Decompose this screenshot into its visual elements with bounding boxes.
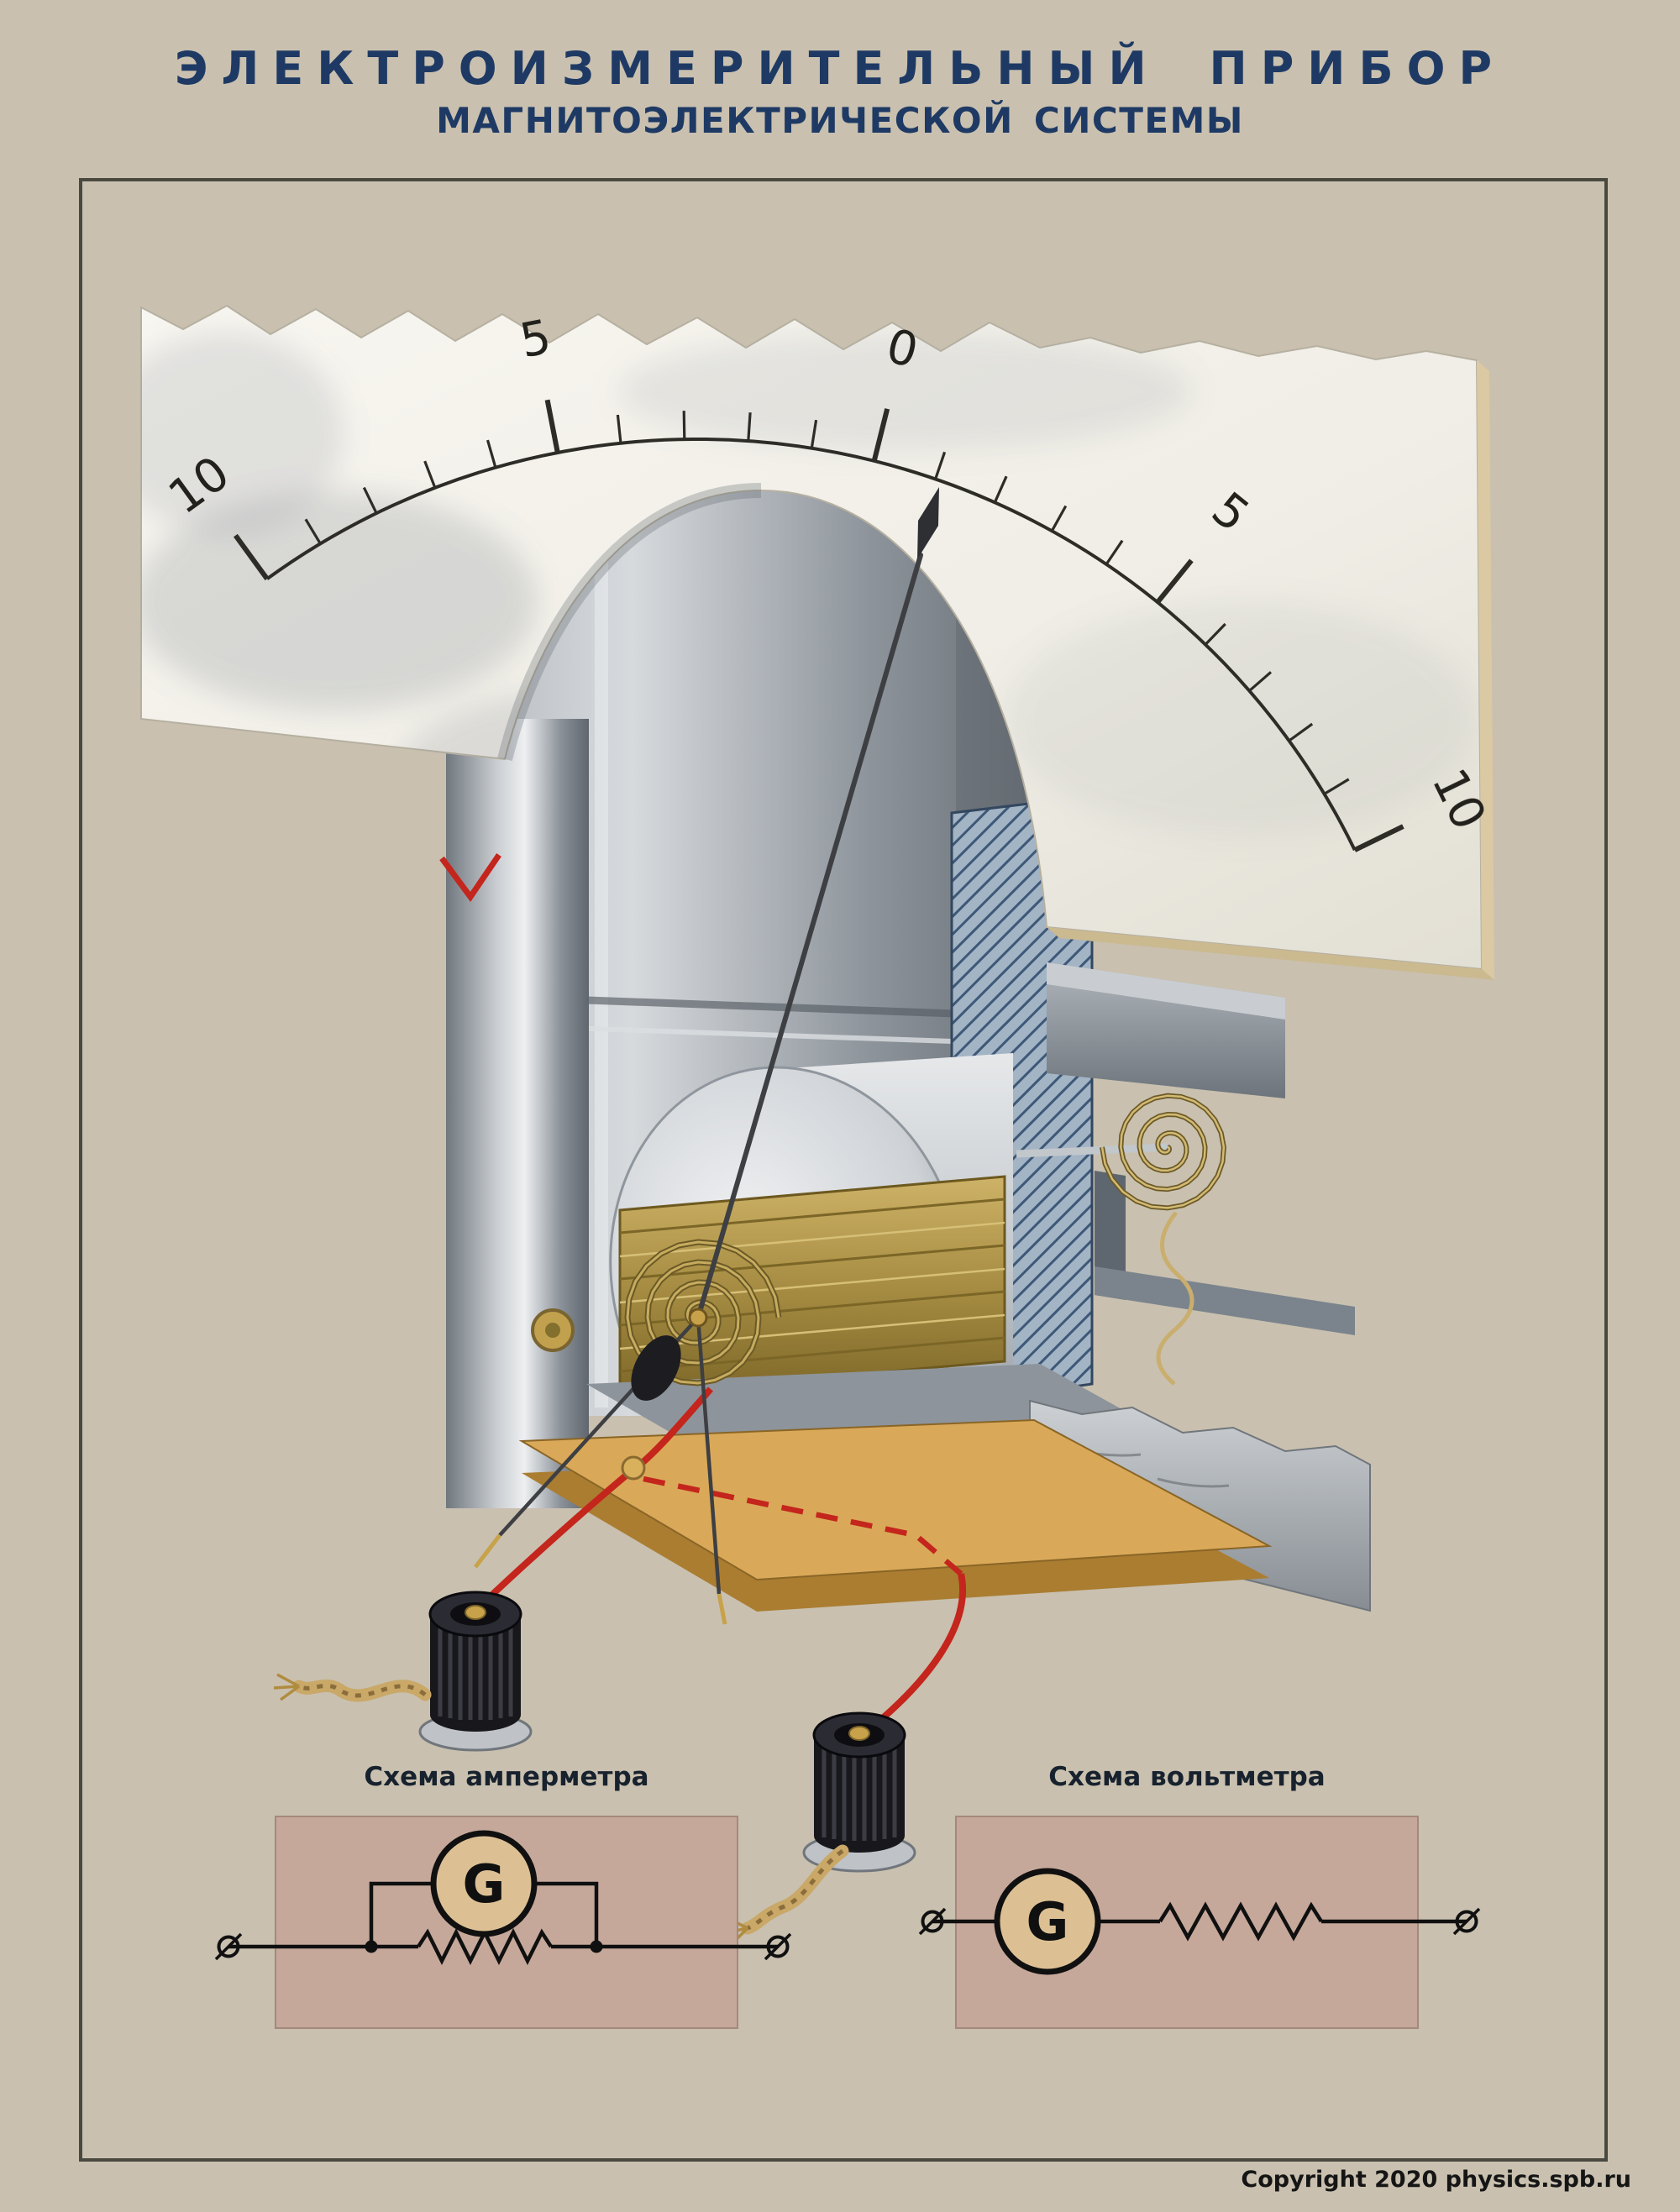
red-wire-loop — [439, 853, 501, 903]
spiral-coil — [1100, 1094, 1226, 1209]
galvanometer-symbol — [994, 1868, 1101, 1975]
scale-minor-tick — [993, 475, 1008, 503]
terminal-symbol-left — [918, 1907, 947, 1936]
scale-minor-tick — [934, 451, 947, 480]
scale-minor-tick — [747, 412, 752, 442]
arm-tip-right — [717, 1593, 727, 1625]
terminal-contact — [848, 1726, 870, 1741]
galvanometer-letter: G — [463, 1853, 506, 1915]
scale-major-tick — [233, 533, 270, 581]
hairspring-right — [1100, 1093, 1226, 1211]
counterweight — [631, 1335, 681, 1401]
arch-inner-shadow — [497, 483, 762, 762]
red-wire-dashed — [643, 1476, 963, 1576]
terminal-symbol-left — [214, 1932, 243, 1961]
scale-minor-tick — [486, 439, 497, 469]
terminal-post-2 — [802, 1711, 916, 1873]
scale-minor-tick — [1248, 671, 1273, 692]
poster-title: ЭЛЕКТРОИЗМЕРИТЕЛЬНЫЙ ПРИБОР — [174, 42, 1506, 96]
counterweight-arm-right — [696, 1317, 722, 1595]
brass-screw-hole — [545, 1323, 560, 1338]
beam-top-face — [1047, 962, 1285, 1020]
scale-major-tick — [1353, 824, 1404, 852]
scale-minor-tick — [1105, 539, 1124, 565]
copyright-text: Copyright 2020 physics.spb.ru — [1241, 2167, 1631, 2193]
voltmeter-circuit-diagram: G — [918, 1816, 1481, 2029]
scale-minor-tick — [616, 414, 622, 443]
scale-minor-tick — [1323, 778, 1350, 795]
series-resistor — [1158, 1901, 1323, 1942]
needle-shaft — [696, 553, 923, 1320]
terminal-symbol-right — [764, 1932, 792, 1961]
terminal-body — [430, 1616, 521, 1732]
coil-windings — [618, 1175, 1006, 1397]
scale-minor-tick — [1050, 505, 1068, 532]
terminal-post-1 — [418, 1591, 533, 1752]
scale-minor-tick — [1204, 622, 1226, 646]
slab-highlight — [595, 492, 608, 1407]
terminal-symbol-right — [1452, 1907, 1481, 1936]
parallel-branch — [369, 1881, 599, 1947]
scale-minor-tick — [810, 419, 818, 448]
scale-major-tick — [544, 399, 560, 453]
braided-wire-1 — [273, 1673, 432, 1702]
arm-tip-left — [474, 1533, 501, 1569]
terminal-contact — [465, 1605, 486, 1620]
scale-minor-tick — [682, 411, 686, 440]
scale-major-tick — [871, 408, 890, 462]
scale-minor-tick — [304, 518, 322, 545]
magnet-right-beam — [1047, 962, 1285, 1098]
junction-dot — [590, 1940, 603, 1953]
scale-minor-tick — [1288, 722, 1314, 742]
pivot — [688, 1308, 708, 1328]
plate-edge-bottom — [1047, 927, 1494, 980]
ammeter-circuit-diagram: G — [214, 1816, 792, 2029]
loose-spring-wire — [1156, 1211, 1194, 1386]
scale-minor-tick — [362, 486, 378, 514]
poster-subtitle: МАГНИТОЭЛЕКТРИЧЕСКОЙ СИСТЕМЫ — [436, 99, 1244, 141]
magnet-left-column — [446, 719, 589, 1508]
wire-bead — [621, 1455, 646, 1481]
junction-dot — [365, 1940, 378, 1953]
terminal-body — [814, 1737, 905, 1853]
ammeter-diagram-label: Схема амперметра — [364, 1762, 649, 1792]
galvanometer-letter: G — [1026, 1891, 1069, 1953]
spring-bracket — [1095, 1171, 1355, 1335]
scale-minor-tick — [423, 460, 437, 489]
red-wire-to-terminal-2 — [866, 1573, 966, 1733]
needle-assembly — [474, 487, 939, 1625]
voltmeter-diagram-label: Схема вольтметра — [1048, 1762, 1326, 1792]
plate-edge-right — [1477, 360, 1494, 980]
needle-tip — [917, 487, 939, 559]
galvanometer-symbol — [430, 1830, 538, 1937]
spindle-pin — [1016, 1143, 1170, 1158]
scale-major-tick — [1155, 558, 1194, 604]
